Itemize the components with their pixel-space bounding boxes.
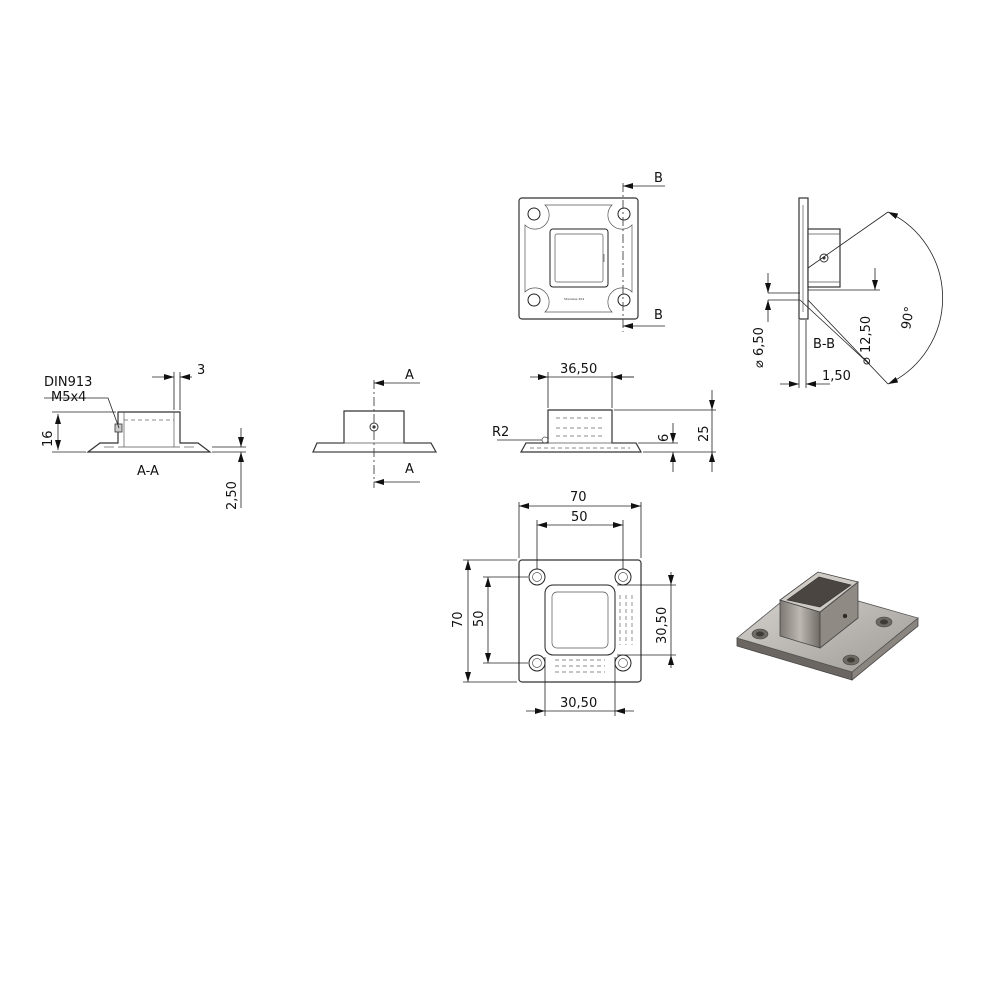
- front-view-cut-a: A A: [312, 368, 438, 488]
- tube-outer: [549, 228, 609, 288]
- hole-diameter-dim: ⌀ 6,50: [752, 327, 767, 368]
- iso-tube-opening: [786, 576, 852, 608]
- screw-size-label: M5x4: [51, 390, 86, 405]
- top-plate-inner-contour: [524, 204, 633, 313]
- front-view-outline: [312, 410, 438, 453]
- cut-b-top-label: B: [654, 171, 663, 186]
- front-dim-outline: [519, 409, 643, 453]
- plan-view-dimensioned: 70 50 70 50 30,50 30,50: [451, 490, 676, 716]
- cut-b-bottom-label: B: [654, 308, 663, 323]
- tube-width-side-dim: 36,50: [560, 362, 597, 377]
- total-height-dim: 25: [697, 425, 712, 442]
- set-screw: [114, 423, 123, 433]
- angle-dim: 90°: [899, 305, 918, 330]
- tube-inner: [554, 233, 604, 283]
- sheet-thickness-dim: 1,50: [822, 369, 851, 384]
- section-b-b-view: ⌀ 6,50 ⌀ 12,50 B-B 1,50 90°: [752, 197, 943, 388]
- screw-standard-label: DIN913: [44, 375, 92, 390]
- plate-height-dim: 6: [657, 434, 672, 442]
- plate-thickness-dim: 2,50: [225, 481, 240, 510]
- tube-height-dim: 16: [41, 430, 56, 447]
- section-a-a-view: DIN913 M5x4 3 16 2,50 A-A: [41, 363, 246, 510]
- tube-inner-vertical-dim: 30,50: [655, 607, 670, 644]
- front-view-dimensioned: R2 36,50 25 6: [492, 362, 716, 472]
- plan-plate: [518, 559, 642, 683]
- plate-height-top-dim: 70: [451, 611, 466, 628]
- section-bb-label: B-B: [813, 337, 835, 352]
- wall-thickness-dim: 3: [197, 363, 205, 378]
- plate-marking: Stainless 304: [564, 297, 584, 301]
- radius-label: R2: [492, 425, 509, 440]
- plate-section: [86, 411, 212, 453]
- hole-spacing-vertical-dim: 50: [472, 610, 487, 627]
- hole-spacing-dim: 50: [571, 510, 588, 525]
- counterbore-diameter-dim: ⌀ 12,50: [859, 316, 874, 365]
- plate-width-dim: 70: [570, 490, 587, 505]
- top-plate-outline: [518, 197, 639, 320]
- top-view-cut-b: Stainless 304 B B: [518, 171, 665, 332]
- plan-tube-inner: [551, 591, 609, 649]
- isometric-render: [736, 571, 919, 681]
- cut-a-top-label: A: [405, 368, 414, 383]
- tube-inner-horizontal-dim: 30,50: [560, 696, 597, 711]
- section-aa-label: A-A: [137, 464, 159, 479]
- plan-tube-outer: [544, 584, 616, 656]
- cut-a-bottom-label: A: [405, 462, 414, 477]
